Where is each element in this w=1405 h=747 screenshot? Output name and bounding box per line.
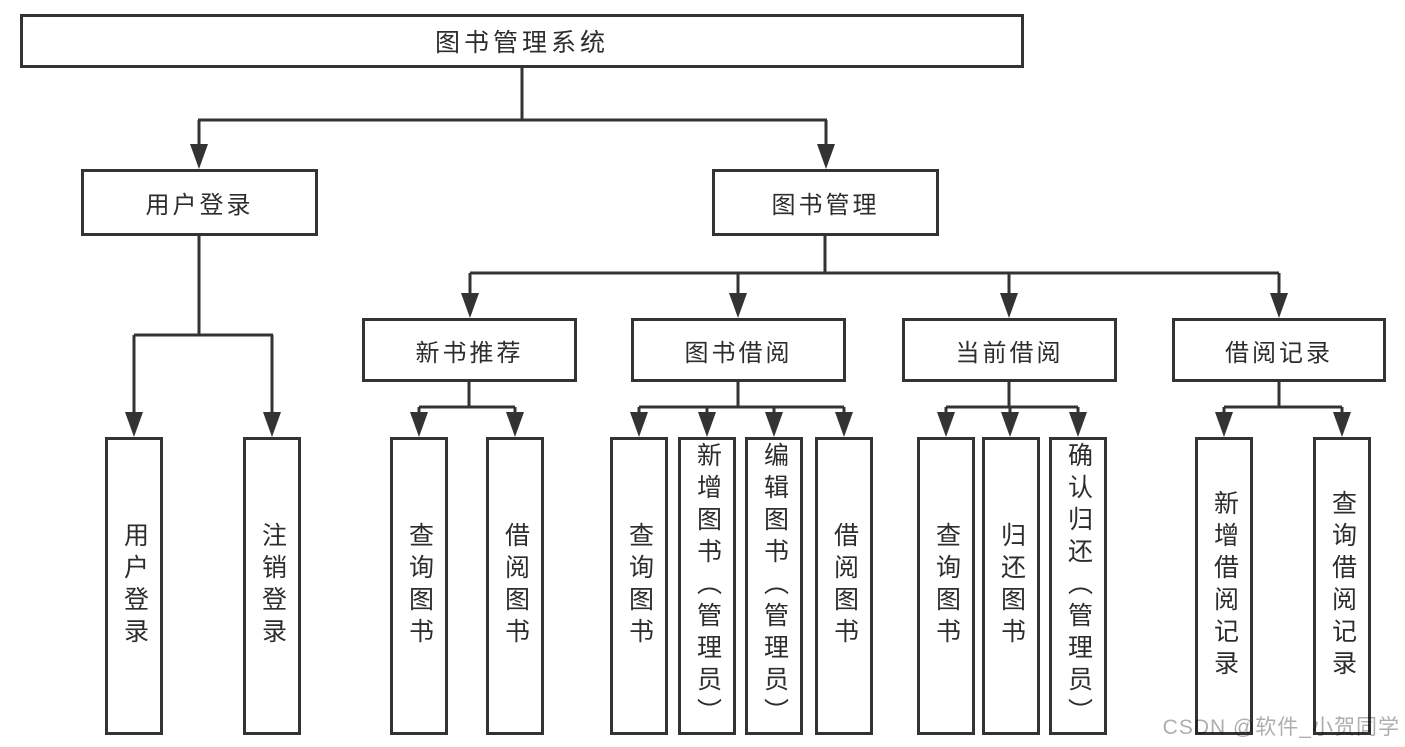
node-label: 借阅图书 [501,522,530,650]
leaf-query-books-borrowing: 查询图书 [610,437,668,735]
node-book-borrowing: 图书借阅 [631,318,846,382]
node-label: 注销登录 [258,522,287,650]
node-book-management: 图书管理 [712,169,939,236]
node-user-login: 用户登录 [81,169,318,236]
leaf-query-books-recommend: 查询图书 [390,437,448,735]
leaf-add-borrow-record: 新增借阅记录 [1195,437,1253,735]
node-label: 确认归还（管理员） [1064,442,1093,730]
leaf-logout: 注销登录 [243,437,301,735]
node-label: 查询图书 [405,522,434,650]
node-library-system: 图书管理系统 [20,14,1024,68]
node-borrowing-records: 借阅记录 [1172,318,1386,382]
node-label: 查询图书 [932,522,961,650]
leaf-add-books-admin: 新增图书（管理员） [678,437,736,735]
node-label: 新书推荐 [415,339,524,367]
node-label: 图书管理系统 [434,29,609,57]
node-label: 图书借阅 [684,339,793,367]
node-label: 编辑图书（管理员） [760,442,789,730]
leaf-borrow-books-borrowing: 借阅图书 [815,437,873,735]
leaf-query-books-current: 查询图书 [917,437,975,735]
node-label: 查询借阅记录 [1328,490,1357,682]
node-label: 新增借阅记录 [1210,490,1239,682]
node-label: 图书管理 [771,192,880,219]
node-label: 用户登录 [145,192,254,219]
node-label: 查询图书 [625,522,654,650]
leaf-borrow-books-recommend: 借阅图书 [486,437,544,735]
leaf-user-login: 用户登录 [105,437,163,735]
leaf-query-borrow-record: 查询借阅记录 [1313,437,1371,735]
node-label: 借阅记录 [1225,339,1333,367]
node-new-book-recommendation: 新书推荐 [362,318,577,382]
leaf-edit-books-admin: 编辑图书（管理员） [745,437,803,735]
leaf-confirm-return-admin: 确认归还（管理员） [1049,437,1107,735]
node-label: 当前借阅 [955,339,1064,367]
node-label: 借阅图书 [830,522,859,650]
node-label: 用户登录 [120,522,149,650]
node-label: 归还图书 [997,522,1026,650]
leaf-return-books: 归还图书 [982,437,1040,735]
watermark: CSDN @软件_小贺同学 [1162,716,1400,739]
node-current-borrowing: 当前借阅 [902,318,1117,382]
node-label: 新增图书（管理员） [693,442,722,730]
